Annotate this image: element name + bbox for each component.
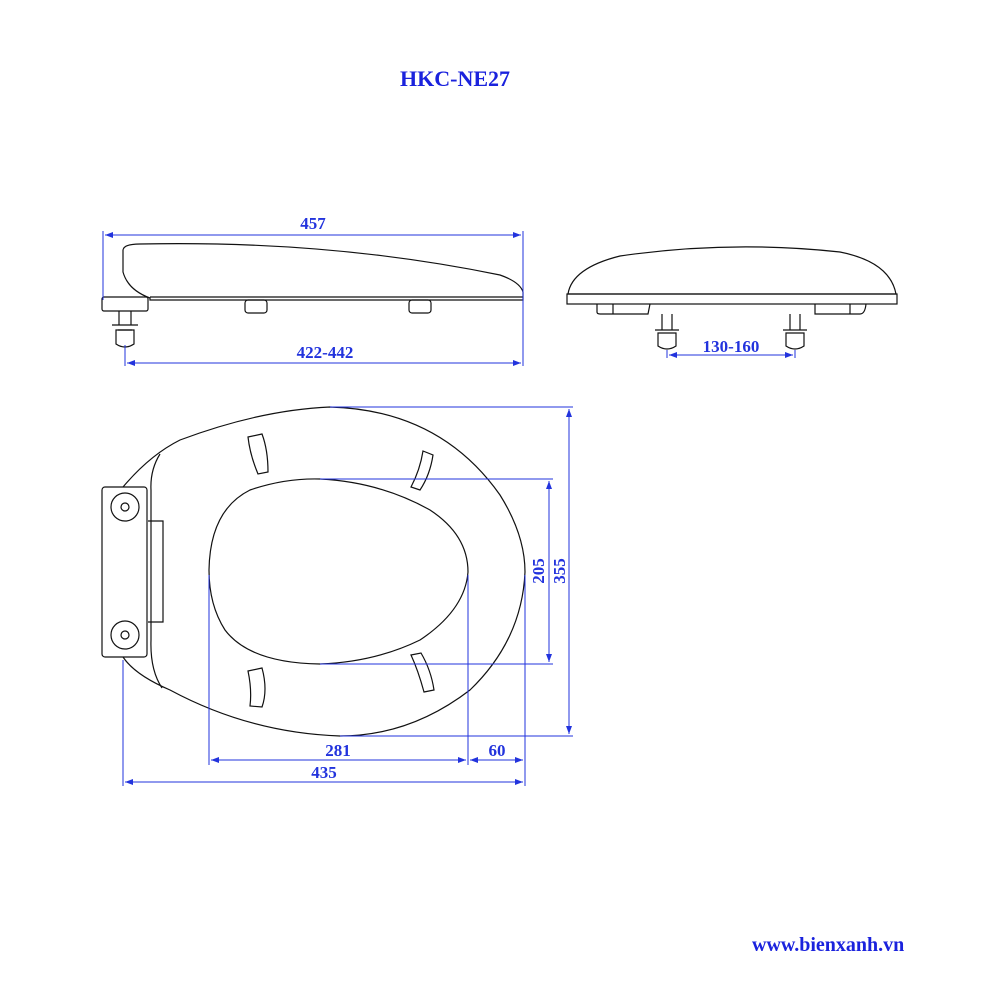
side-view: 457 422-442	[101, 214, 524, 366]
dim-60: 60	[489, 741, 506, 760]
website-link[interactable]: www.bienxanh.vn	[752, 934, 905, 956]
hinge-plate	[101, 486, 148, 658]
top-view: 281 60 435 205 355	[101, 406, 573, 786]
front-view: 130-160	[566, 246, 898, 358]
dim-130-160: 130-160	[703, 337, 760, 356]
seat-opening	[208, 478, 469, 665]
dim-435: 435	[311, 763, 337, 782]
dim-457: 457	[300, 214, 326, 233]
dim-205: 205	[529, 558, 548, 584]
model-title: HKC-NE27	[400, 66, 510, 91]
dim-422-442: 422-442	[297, 343, 354, 362]
dim-281: 281	[325, 741, 351, 760]
dim-355: 355	[550, 558, 569, 584]
